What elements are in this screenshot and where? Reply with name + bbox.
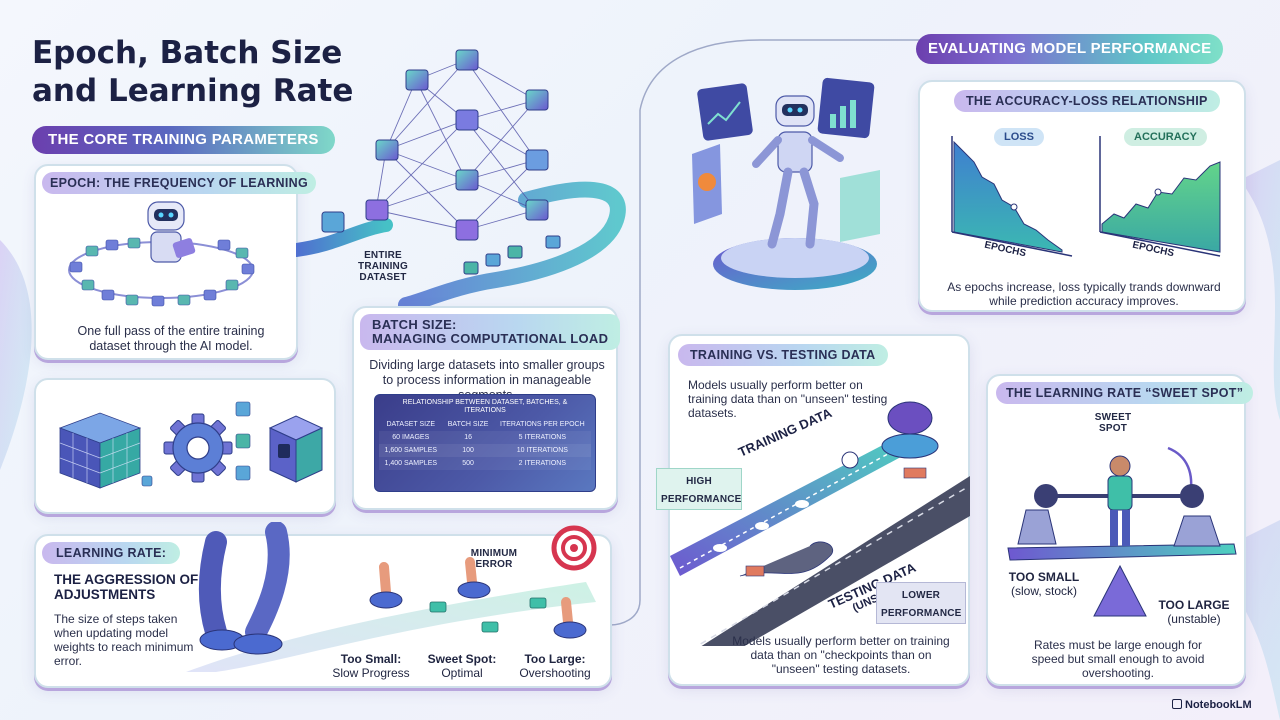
too-small-text: Too Small [1008,570,1080,584]
minimum-error-label: Minimum Error [470,548,518,570]
too-large-text: Too Large [1158,598,1230,612]
learning-rate-description: The size of steps taken when updating mo… [54,612,194,668]
section-core-parameters: The Core Training Parameters [32,126,335,154]
batch-col-batch: Batch size [447,421,489,428]
seesaw-illustration [1007,446,1237,617]
table-row: 1,400 samples 500 2 iterations [379,457,591,470]
table-row: 60 images 16 5 iterations [379,431,591,444]
high-performance-label: High Performance [656,468,742,510]
table-row: 1,600 samples 100 10 iterations [379,444,591,457]
too-large-label: Too Large (unstable) [1154,598,1234,626]
batch-icons-card [34,378,336,514]
notebook-icon [1172,699,1182,709]
sweet-spot-header: The Learning Rate “Sweet Spot” [996,382,1254,404]
table-cell: 16 [442,431,494,444]
batch-size-card: Batch Size: Managing Computational Load … [352,306,621,510]
table-cell: 100 [442,444,494,457]
table-cell: 60 images [379,431,443,444]
page-title-line1: Epoch, Batch Size [32,35,343,71]
table-cell: 1,400 samples [379,457,443,470]
epoch-description: One full pass of the entire training dat… [77,324,265,353]
dataset-label: Entire Training Dataset [358,250,408,283]
too-large-sub: (unstable) [1167,612,1221,626]
loss-chip: Loss [994,128,1044,146]
batch-table: Relationship between dataset, batches, &… [374,394,596,492]
brand-logo: NotebookLM [1172,698,1252,712]
section-evaluating-performance: Evaluating Model Performance [916,34,1224,64]
epoch-header: Epoch: The Frequency of Learning [42,172,316,194]
table-cell: 5 iterations [493,431,591,444]
lower-performance-label: Lower Performance [876,582,966,624]
dataset-cube-icon [58,412,153,489]
batch-col-dataset: Dataset size [386,421,436,428]
batch-table-title: Relationship between dataset, batches, &… [402,399,568,414]
training-testing-bottom-text: Models usually perform better on trainin… [732,634,950,676]
sweet-spot-label: Sweet Spot [1094,412,1132,434]
table-cell: 2 iterations [493,457,591,470]
accuracy-loss-header: The Accuracy-Loss Relationship [954,90,1220,112]
too-small-label: Too Small (slow, stock) [1004,570,1084,598]
lower-performance-text: Lower Performance [881,590,962,619]
step-sweet-spot-sub: Optimal [441,666,483,680]
step-too-small-sub: Slow Progress [332,666,410,680]
step-too-large-sub: Overshooting [519,666,591,680]
training-testing-header: Training vs. Testing Data [678,344,888,366]
gear-icon [163,413,233,483]
step-too-large-label: Too Large: [524,652,586,666]
performance-paths-illustration [670,401,970,646]
training-testing-card: Training vs. Testing Data Models usually… [656,334,970,686]
table-cell: 500 [442,457,494,470]
step-too-small: Too Small: Slow Progress [326,652,416,680]
page-title-line2: and Learning Rate [32,73,354,109]
accuracy-loss-card: The Accuracy-Loss Relationship Loss Accu… [918,80,1246,312]
loss-curve-illustration [951,136,1073,257]
step-too-small-label: Too Small: [340,652,402,666]
batch-header: Batch Size: Managing Computational Load [360,314,621,350]
footsteps-illustration [186,522,597,672]
accuracy-chip: Accuracy [1124,128,1207,146]
learning-rate-subheader: The Aggression of Adjustments [54,572,199,602]
accuracy-loss-caption: As epochs increase, loss typically trand… [947,280,1221,308]
table-cell: 1,600 samples [379,444,443,457]
sweet-spot-caption: Rates must be large enough for speed but… [1031,638,1205,680]
batch-blocks-icon [235,401,251,481]
page-title: Epoch, Batch Size and Learning Rate [32,34,392,110]
learning-rate-header: Learning Rate: [42,542,181,564]
learning-rate-card: Learning Rate: The Aggression of Adjustm… [34,522,612,688]
too-small-sub: (slow, stock) [1010,584,1077,598]
step-too-large: Too Large: Overshooting [510,652,600,680]
sweet-spot-card: The Learning Rate “Sweet Spot” Sweet Spo… [986,374,1254,686]
neural-network-illustration [296,49,626,313]
step-sweet-spot-label: Sweet Spot: [427,652,497,666]
step-sweet-spot: Sweet Spot: Optimal [420,652,504,680]
output-block-icon [268,415,324,483]
table-cell: 10 iterations [493,444,591,457]
high-performance-text: High Performance [661,476,742,505]
accuracy-curve-illustration [1099,136,1221,257]
epoch-loop-illustration [68,201,255,307]
robot-dashboard-illustration [692,77,880,290]
batch-table-grid: Dataset size Batch size Iterations per e… [379,418,591,470]
batch-header-line2: Managing Computational Load [372,331,609,346]
brand-name: NotebookLM [1185,699,1252,711]
batch-col-iterations: Iterations per epoch [500,421,585,428]
batch-header-line1: Batch Size: [372,317,457,332]
training-testing-top-text: Models usually perform better on trainin… [688,378,888,420]
epoch-card: Epoch: The Frequency of Learning One ful… [34,164,316,360]
